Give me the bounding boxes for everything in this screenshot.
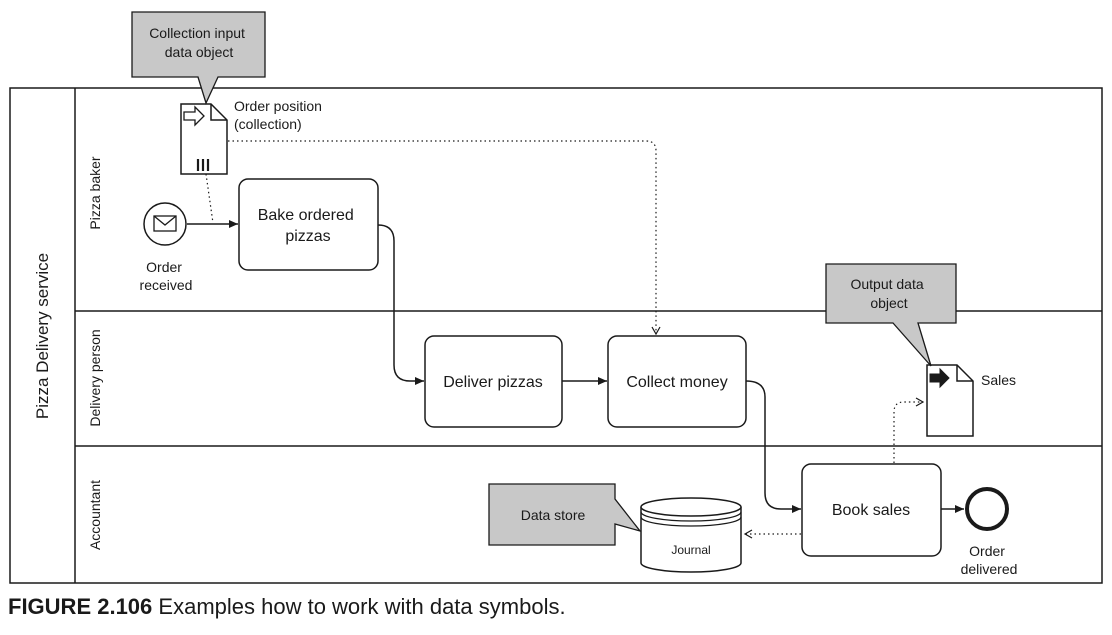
start-event-order-received: Order received [140,202,193,293]
task-deliver-pizzas[interactable]: Deliver pizzas [424,335,563,428]
task-collect-label: Collect money [626,374,727,391]
end-event-label-line2: delivered [961,561,1018,577]
association-book-to-sales [893,397,925,463]
pool-label: Pizza Delivery service [33,253,52,419]
start-event-label-line2: received [140,277,193,293]
callout-collection-input: Collection input data object [131,11,266,105]
lane-label-pizza-baker: Pizza baker [87,156,103,229]
callout-output-data-object: Output data object [825,263,957,367]
task-book-sales[interactable]: Book sales [801,463,942,557]
task-book-label: Book sales [832,502,910,519]
svg-text:Order delivered: Order delivered [961,543,1018,577]
callout-output-line1: Output data [850,276,923,292]
callout-collection-input-line1: Collection input [149,25,245,41]
order-position-label-line1: Order position [234,98,322,114]
collection-marker-icon [196,159,210,171]
data-object-sales: Sales [926,364,1016,437]
callout-collection-input-line2: data object [165,44,234,60]
svg-text:Journal: Journal [671,543,710,557]
journal-label: Journal [671,543,710,557]
callout-data-store-label: Data store [521,507,586,523]
callout-output-line2: object [870,295,907,311]
sales-label: Sales [981,372,1016,388]
callout-data-store: Data store [488,483,642,546]
output-arrow-icon [929,367,950,389]
order-position-label-line2: (collection) [234,116,302,132]
envelope-icon [153,215,177,232]
data-object-order-position: Order position (collection) [180,98,326,175]
svg-text:Book sales: Book sales [832,502,910,519]
lane-label-accountant: Accountant [87,480,103,550]
svg-text:Order received: Order received [140,259,193,293]
flow-collect-to-book [745,380,801,513]
figure-number: FIGURE 2.106 [8,594,153,619]
data-associations [205,140,925,539]
bpmn-diagram: Pizza Delivery service Pizza baker Deliv… [9,11,1103,584]
figure-caption-text: Examples how to work with data symbols. [158,594,566,619]
task-bake-label-line1: Bake ordered [258,207,354,224]
svg-text:Order position (collecti: Order position (collection) [234,98,326,132]
association-order-position-to-start [205,173,214,224]
flow-bake-to-deliver [377,224,424,385]
svg-text:Deliver pizzas: Deliver pizzas [443,374,543,391]
input-arrow-icon [183,105,205,127]
svg-text:Bake ordered pizzas: Bake ordered pizzas [258,207,359,245]
end-event-label-line1: Order [969,543,1005,559]
svg-text:Data store: Data store [521,507,586,523]
task-collect-money[interactable]: Collect money [607,335,747,428]
svg-text:Sales: Sales [981,372,1016,388]
end-event-order-delivered: Order delivered [961,487,1018,577]
start-event-label-line1: Order [146,259,182,275]
task-deliver-label: Deliver pizzas [443,374,543,391]
task-bake-ordered-pizzas[interactable]: Bake ordered pizzas [238,178,379,271]
figure-caption: FIGURE 2.106 Examples how to work with d… [8,594,566,620]
svg-text:Output data object: Output data object [850,276,927,311]
data-store-journal: Journal [640,497,742,573]
svg-text:Collect money: Collect money [626,374,727,391]
lane-label-delivery-person: Delivery person [87,329,103,426]
task-bake-label-line2: pizzas [285,228,330,245]
svg-text:Collection input data ob: Collection input data object [149,25,249,60]
sequence-flows [187,220,964,513]
